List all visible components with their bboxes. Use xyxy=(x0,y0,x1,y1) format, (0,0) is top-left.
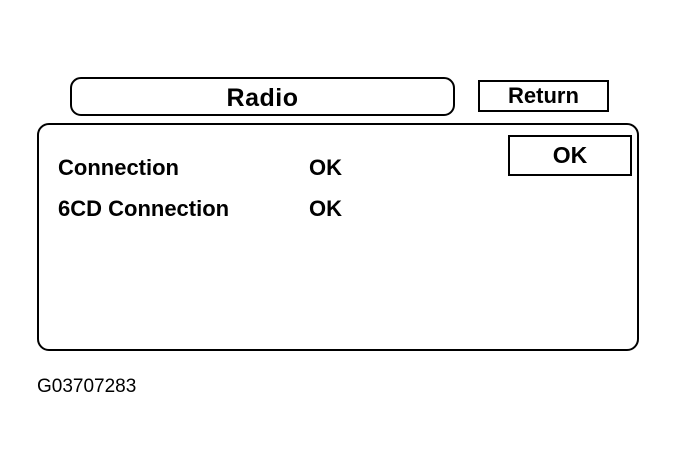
screen-title-box: Radio xyxy=(70,77,455,116)
connection-label: Connection xyxy=(58,155,179,180)
status-panel xyxy=(37,123,639,351)
figure-id: G03707283 xyxy=(37,376,137,397)
ok-button-label: OK xyxy=(552,142,588,168)
screen-title: Radio xyxy=(226,84,299,112)
return-button[interactable]: Return xyxy=(478,80,609,112)
ok-button[interactable]: OK xyxy=(508,135,632,176)
6cd-connection-status: OK xyxy=(309,196,342,221)
connection-status: OK xyxy=(309,155,342,180)
return-button-label: Return xyxy=(508,83,579,108)
6cd-connection-label: 6CD Connection xyxy=(58,196,230,221)
